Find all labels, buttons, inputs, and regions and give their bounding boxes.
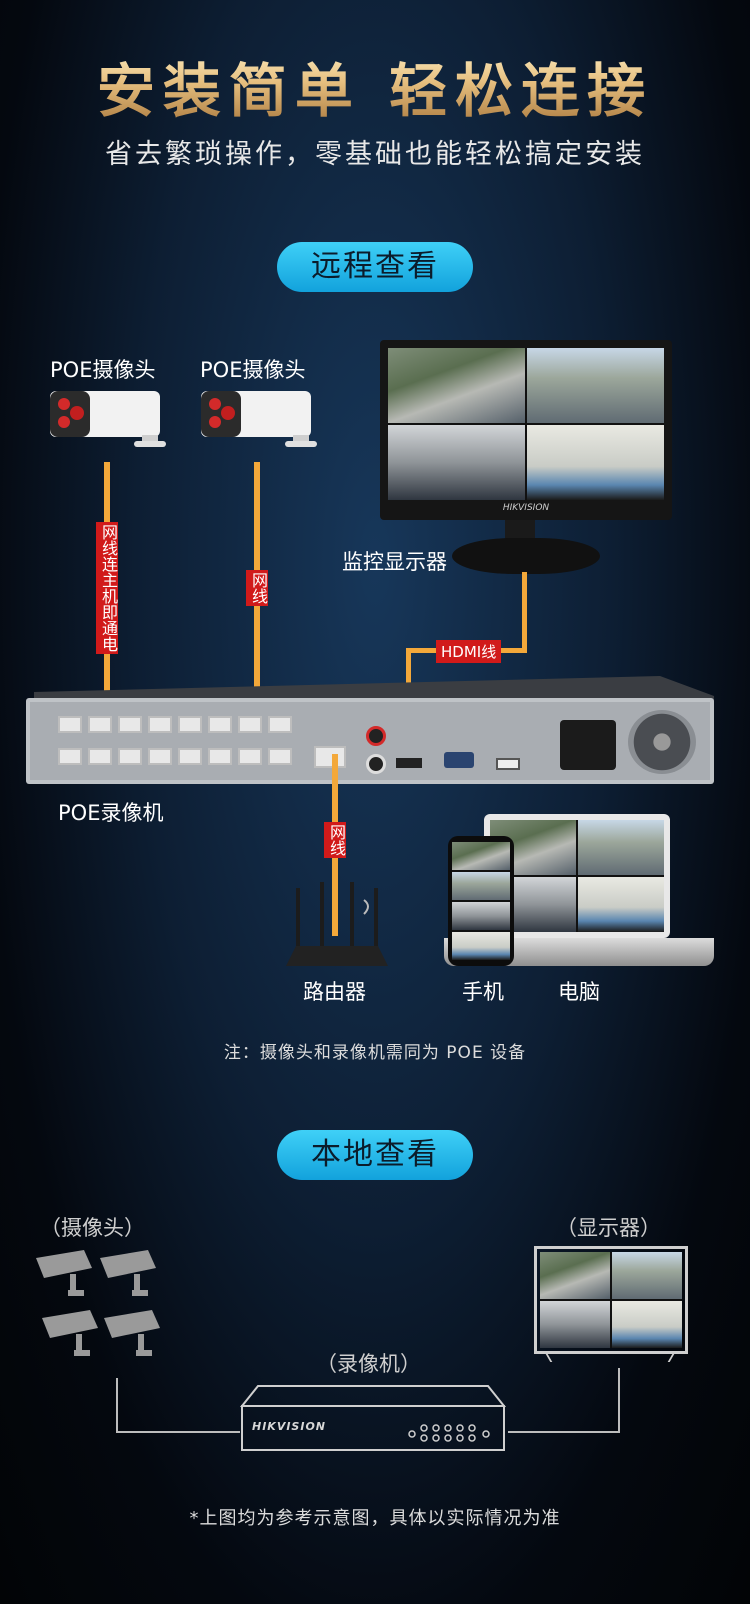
tv-leg (545, 1354, 563, 1362)
camera-feed (452, 902, 510, 930)
audio-in-jack (366, 726, 386, 746)
rj45-port (208, 748, 232, 765)
page-subtitle: 省去繁琐操作，零基础也能轻松搞定安装 (105, 139, 645, 170)
link-line (116, 1378, 118, 1432)
rj45-port (148, 716, 172, 733)
hdmi-port (396, 758, 422, 768)
poe-port-grid (58, 716, 308, 774)
camera-feed (388, 348, 525, 423)
router-cable-tag: 网线 (324, 822, 346, 858)
fan-grille (628, 710, 696, 774)
recorder-label: （录像机） (316, 1352, 421, 1376)
rj45-port (118, 716, 142, 733)
uplink-port (314, 746, 346, 768)
monitor-screen (388, 348, 664, 500)
tv-leg (657, 1354, 675, 1362)
rj45-port (58, 716, 82, 733)
cable1-tag: 网线连主机即通电 (96, 522, 118, 654)
cable2-tag: 网线 (246, 570, 268, 606)
router-label: 路由器 (303, 980, 366, 1004)
camera-feed (527, 425, 664, 500)
camera-feed (452, 932, 510, 960)
tv-display (534, 1246, 688, 1354)
camera-feed (527, 348, 664, 423)
camera-feed (452, 842, 510, 870)
cctv-camera-group (34, 1246, 174, 1376)
cameras-label: （摄像头） (40, 1216, 145, 1240)
recorder-brand: HIKVISION (252, 1420, 327, 1433)
rj45-port (58, 748, 82, 765)
monitor-stand (452, 538, 600, 574)
rj45-port (268, 748, 292, 765)
cctv-camera-icon (36, 1250, 160, 1356)
link-line (116, 1431, 240, 1433)
camera-feed (578, 820, 664, 875)
phone-label: 手机 (462, 980, 504, 1004)
camera-feed (612, 1301, 682, 1348)
power-socket (560, 720, 616, 770)
camera2-label: POE摄像头 (200, 358, 306, 382)
monitor: HIKVISION (380, 340, 672, 520)
poe-camera-1 (42, 385, 168, 457)
poe-nvr (20, 674, 714, 786)
hdmi-cable-vertical (522, 572, 527, 650)
local-view-pill: 本地查看 (277, 1130, 473, 1180)
rj45-port (118, 748, 142, 765)
footer-note: *上图均为参考示意图，具体以实际情况为准 (189, 1508, 561, 1529)
rj45-port (268, 716, 292, 733)
hdmi-tag: HDMI线 (436, 640, 502, 663)
camera-feed (612, 1252, 682, 1299)
monitor-brand: HIKVISION (502, 503, 550, 513)
monitor-neck (505, 520, 535, 542)
camera-feed (452, 872, 510, 900)
tv-screen (540, 1252, 682, 1348)
usb-port (496, 758, 520, 770)
camera-feed (388, 425, 525, 500)
recorder: HIKVISION (238, 1382, 508, 1454)
laptop-screen (490, 820, 664, 932)
bullet-camera-icon (50, 391, 166, 447)
pc-label: 电脑 (558, 980, 600, 1004)
rj45-port (88, 716, 112, 733)
camera-feed (578, 877, 664, 932)
router (282, 880, 392, 968)
camera-feed (540, 1252, 610, 1299)
bullet-camera-icon (201, 391, 317, 447)
rj45-port (88, 748, 112, 765)
page-title: 安装简单 轻松连接 (0, 44, 750, 128)
rj45-port (178, 716, 202, 733)
rj45-port (238, 716, 262, 733)
phone-screen (452, 842, 510, 960)
laptop (484, 814, 670, 938)
router-icon (286, 882, 388, 966)
recorder-outline (239, 1385, 507, 1451)
remote-view-pill: 远程查看 (277, 242, 473, 292)
rj45-port (238, 748, 262, 765)
rj45-port (178, 748, 202, 765)
rj45-port (148, 748, 172, 765)
nvr-label: POE录像机 (58, 801, 164, 825)
audio-out-jack (366, 754, 386, 774)
vga-port (444, 752, 474, 768)
display-label: （显示器） (556, 1216, 661, 1240)
monitor-label: 监控显示器 (342, 550, 447, 574)
rj45-port (208, 716, 232, 733)
poe-camera-2 (193, 385, 319, 457)
camera1-label: POE摄像头 (50, 358, 156, 382)
link-line (618, 1368, 620, 1432)
link-line (508, 1431, 620, 1433)
poe-note: 注：摄像头和录像机需同为 POE 设备 (223, 1043, 527, 1063)
phone (448, 836, 514, 966)
camera-feed (540, 1301, 610, 1348)
